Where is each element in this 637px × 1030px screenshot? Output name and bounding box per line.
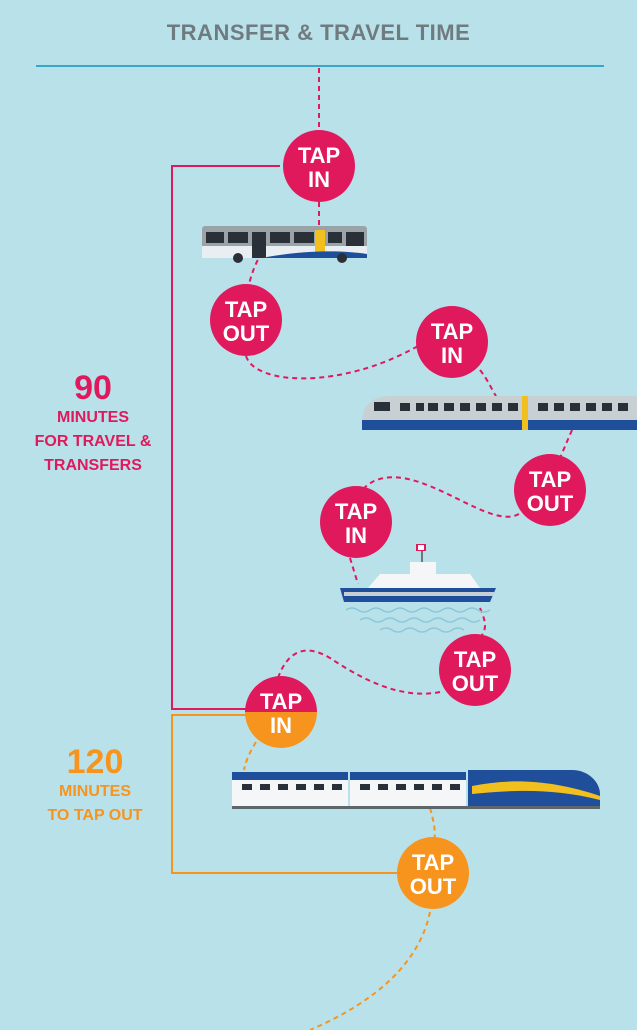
path-walk-1 <box>245 345 419 380</box>
path-exit <box>309 911 431 1030</box>
tap-in-badge-ferry-line2: IN <box>345 523 367 548</box>
title-divider <box>36 65 604 67</box>
path-to-skytrain <box>479 369 497 397</box>
tap-in-badge-bus-line2: IN <box>308 167 330 192</box>
travel-window-bracket <box>171 165 280 710</box>
tap-out-badge-bus-line2: OUT <box>223 321 270 346</box>
tap-in-badge-train-line2: IN <box>270 713 292 738</box>
tap-out-window-bracket <box>171 714 398 874</box>
tap-in-badge-ferry-line1: TAP <box>335 499 377 524</box>
tap-out-badge-train-line2: OUT <box>410 874 457 899</box>
tap-in-badge-bus-line1: TAP <box>298 143 340 168</box>
tap-out-badge-train-line1: TAP <box>412 850 454 875</box>
tap-in-badge-ferry: TAP IN <box>320 486 392 558</box>
tap-out-window-line2: TO TAP OUT <box>47 807 143 824</box>
skytrain-icon <box>362 396 637 430</box>
tap-in-badge-skytrain: TAP IN <box>416 306 488 378</box>
tap-in-badge-train: TAP IN <box>245 676 317 748</box>
tap-in-badge-train-line1: TAP <box>260 689 302 714</box>
tap-out-badge-ferry: TAP OUT <box>439 634 511 706</box>
tap-out-badge-ferry-line1: TAP <box>454 647 496 672</box>
tap-out-badge-ferry-line2: OUT <box>452 671 499 696</box>
tap-out-badge-bus: TAP OUT <box>210 284 282 356</box>
ferry-icon <box>340 544 496 633</box>
path-to-train <box>243 741 257 771</box>
travel-window-line1: MINUTES <box>57 409 129 426</box>
tap-out-badge-skytrain: TAP OUT <box>514 454 586 526</box>
commuter-train-icon <box>232 770 600 809</box>
tap-out-badge-bus-line1: TAP <box>225 297 267 322</box>
path-walk-2 <box>359 476 520 518</box>
tap-out-window-minutes: 120 <box>66 743 124 781</box>
path-skytrain-ride <box>559 429 573 459</box>
bus-icon <box>202 226 367 263</box>
tap-out-badge-skytrain-line1: TAP <box>529 467 571 492</box>
travel-window-minutes: 90 <box>74 369 112 407</box>
tap-out-window-line1: MINUTES <box>59 783 131 800</box>
path-walk-3 <box>277 649 441 695</box>
tap-in-badge-skytrain-line1: TAP <box>431 319 473 344</box>
travel-window-line2: FOR TRAVEL & <box>34 433 152 450</box>
path-train-ride <box>429 807 436 843</box>
tap-in-badge-bus: TAP IN <box>283 130 355 202</box>
tap-in-badge-skytrain-line2: IN <box>441 343 463 368</box>
tap-out-badge-train: TAP OUT <box>397 837 469 909</box>
tap-out-window-label: 120 MINUTES TO TAP OUT <box>30 744 160 828</box>
travel-window-line3: TRANSFERS <box>44 457 142 474</box>
travel-window-label: 90 MINUTES FOR TRAVEL & TRANSFERS <box>18 370 168 478</box>
page-title: TRANSFER & TRAVEL TIME <box>166 20 471 45</box>
path-to-ferry <box>349 557 359 585</box>
tap-out-badge-skytrain-line2: OUT <box>527 491 574 516</box>
